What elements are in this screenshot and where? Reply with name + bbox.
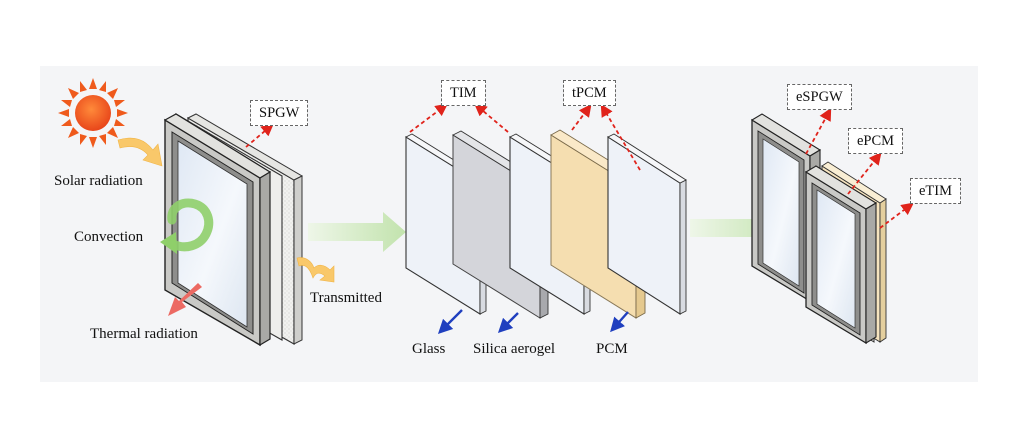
spgw-callout: SPGW [250,100,309,126]
espgw-callout-arrow [805,107,832,155]
thermal-radiation-arrow-icon [168,283,202,316]
pcm-pointer-arrow [610,311,629,333]
flow-arrow-icon [690,208,791,248]
spgw-window [163,113,304,347]
epcm-callout-arrow [847,152,882,195]
thermal-radiation-label: Thermal radiation [90,326,198,342]
convection-swirl-icon [160,198,214,254]
tim-callout: TIM [441,80,486,106]
solar-arrow-icon [117,137,163,167]
spgw-callout-arrow [245,123,274,148]
flow-arrow-icon [308,212,406,252]
sun-icon [58,78,128,148]
tpcm-callout: tPCM [563,80,616,106]
aerogel-pointer-arrow [497,312,519,334]
tpcm-callout-arrow-1 [571,103,592,131]
glass-pointer-arrow [437,309,463,335]
transmitted-label: Transmitted [310,290,382,306]
epcm-callout: ePCM [848,128,904,154]
espgw-callout: eSPGW [787,84,852,110]
solar-radiation-label: Solar radiation [54,173,143,189]
glass-label: Glass [412,341,446,357]
pcm-label: PCM [596,341,628,357]
silica-aerogel-label: Silica aerogel [473,341,556,357]
double-window [750,113,887,345]
transmitted-arrow-icon [296,257,335,283]
tim-callout-arrow-2 [474,103,509,133]
etim-callout: eTIM [910,178,962,204]
tim-callout-arrow-1 [409,103,449,133]
tpcm-callout-arrow-2 [600,103,641,171]
layer-glass-3 [607,133,687,316]
convection-label: Convection [74,229,144,245]
